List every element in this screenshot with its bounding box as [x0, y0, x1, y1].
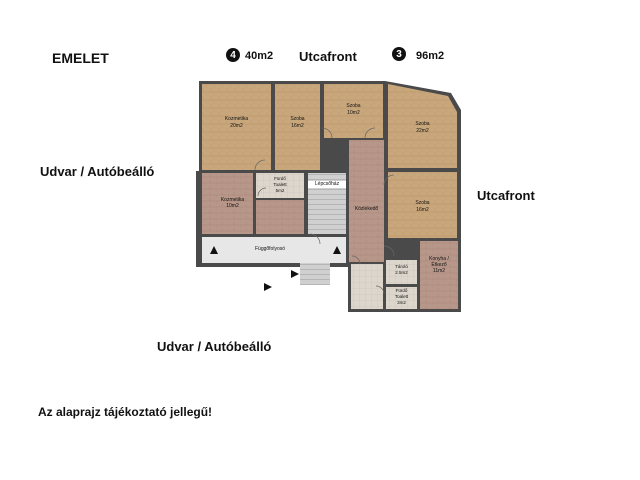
room-name: Szoba	[290, 116, 305, 122]
room-kozmetika-10	[202, 173, 253, 234]
room-name: Tároló	[395, 264, 408, 269]
room-area: 16m2	[291, 123, 304, 129]
room-name: Lépcsőház	[314, 181, 340, 187]
room-szoba-16-top	[275, 84, 320, 170]
room-label-furdo-3: Fürdő Toalett 3m2	[386, 288, 417, 306]
room-tarolo	[386, 260, 417, 284]
room-name: Fürdő	[395, 288, 408, 293]
room-konyha	[420, 241, 458, 309]
street-label-top: Utcafront	[299, 49, 357, 64]
room-name: Függőfolyosó	[254, 246, 286, 252]
room-kozmetika-10-b	[256, 200, 304, 234]
unit-3-area: 96m2	[416, 50, 445, 62]
unit-4-area: 40m2	[245, 50, 274, 62]
yard-label-bottom: Udvar / Autóbeálló	[157, 339, 272, 354]
room-name: Szoba	[415, 121, 430, 127]
room-label-tarolo: Tároló 2.5m2	[386, 264, 417, 276]
room-name: Szoba	[415, 200, 430, 206]
room-area: 10m2	[226, 203, 239, 209]
street-label-right: Utcafront	[477, 188, 535, 203]
room-label-kozmetika-10: Kozmetika 10m2	[210, 197, 255, 209]
room-label-szoba-10: Szoba 10m2	[324, 103, 383, 117]
room-name: Kozmetika	[220, 197, 245, 203]
room-szoba-16-right	[388, 172, 457, 238]
room-area: 2.5m2	[395, 270, 408, 275]
right-arrow-icon	[291, 270, 299, 278]
room-label-lepcsohaz: Lépcsőház	[308, 181, 346, 188]
outside-stairs	[300, 263, 330, 285]
room-label-szoba-16-top: Szoba 16m2	[275, 116, 320, 130]
room-fuggofolyoso	[202, 237, 346, 263]
unit-4-badge: 4	[226, 48, 240, 62]
room-label-szoba-22: Szoba 22m2	[388, 121, 457, 135]
right-arrow-icon-lower	[264, 283, 272, 291]
room-label-konyha: Konyha / Étkező 11m2	[420, 256, 458, 274]
room-label-szoba-16-right: Szoba 16m2	[388, 200, 457, 214]
room-kozmetika-20	[202, 84, 271, 170]
room-furdo-5	[256, 173, 304, 198]
room-name: Fürdő	[274, 176, 286, 181]
room-name: Kozmetika	[224, 116, 249, 122]
room-szoba-22	[388, 84, 457, 168]
page-title: EMELET	[52, 50, 109, 66]
room-area: 22m2	[416, 128, 429, 134]
room-name-2: Étkező	[431, 262, 447, 268]
room-label-furdo-5: Fürdő Toalett 5m2	[256, 176, 304, 194]
room-furdo-3	[386, 287, 417, 309]
room-area: 20m2	[230, 123, 243, 129]
room-name-2: Toalett	[273, 182, 287, 187]
room-area: 5m2	[275, 188, 285, 193]
room-label-kozmetika-20: Kozmetika 20m2	[202, 116, 271, 130]
room-area: 3m2	[397, 300, 406, 305]
up-arrow-icon	[210, 246, 218, 254]
room-label-fuggofolyoso: Függőfolyosó	[240, 246, 300, 253]
room-area: 16m2	[416, 207, 429, 213]
unit-3-badge: 3	[392, 47, 406, 61]
room-area: 10m2	[347, 110, 360, 116]
room-kozlekedo	[349, 140, 384, 262]
room-name: Közlekedő	[354, 206, 379, 212]
disclaimer-text: Az alaprajz tájékoztató jellegű!	[38, 405, 213, 419]
room-name: Szoba	[346, 103, 361, 109]
room-szoba-10	[324, 84, 383, 138]
room-name: Konyha /	[429, 256, 449, 262]
room-label-kozlekedo: Közlekedő	[349, 206, 384, 213]
room-name-2: Toalett	[394, 294, 409, 299]
room-area: 11m2	[432, 268, 446, 274]
yard-label-left: Udvar / Autóbeálló	[40, 164, 155, 179]
up-arrow-icon-right	[333, 246, 341, 254]
